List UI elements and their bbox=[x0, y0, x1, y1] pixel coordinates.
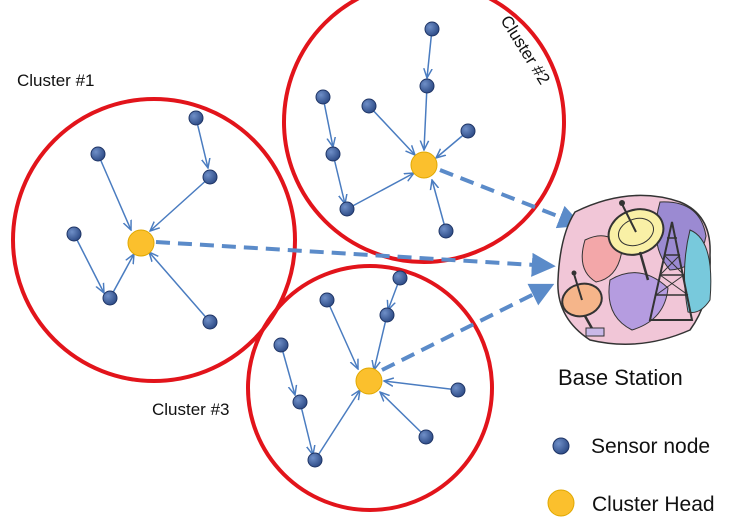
sensor-node bbox=[66, 226, 82, 242]
link bbox=[427, 28, 432, 78]
cluster-1-boundary bbox=[11, 97, 297, 383]
link bbox=[314, 390, 360, 461]
link bbox=[332, 153, 345, 204]
base-station-icon bbox=[557, 194, 712, 345]
uplink-cluster-3 bbox=[381, 283, 555, 372]
sensor-node bbox=[102, 290, 118, 306]
sensor-node bbox=[361, 98, 377, 114]
sensor-nodes bbox=[66, 21, 476, 468]
link bbox=[149, 252, 211, 323]
link bbox=[368, 105, 415, 155]
legend-cluster-head-swatch bbox=[547, 489, 575, 517]
sensor-node bbox=[292, 394, 308, 410]
intra-cluster-links bbox=[73, 28, 469, 461]
sensor-node bbox=[339, 201, 355, 217]
cluster-head-1 bbox=[127, 229, 155, 257]
sensor-node bbox=[90, 146, 106, 162]
cluster-3-label: Cluster #3 bbox=[152, 400, 229, 419]
link bbox=[109, 254, 134, 299]
sensor-node bbox=[319, 292, 335, 308]
link bbox=[346, 173, 414, 210]
uplink-cluster-2 bbox=[439, 168, 583, 229]
uplinks bbox=[155, 168, 583, 372]
sensor-node bbox=[438, 223, 454, 239]
cluster-boundaries bbox=[11, 0, 566, 512]
cluster-3-boundary bbox=[246, 264, 494, 512]
legend-cluster-head-label: Cluster Head bbox=[592, 493, 715, 516]
sensor-node bbox=[379, 307, 395, 323]
sensor-node bbox=[418, 429, 434, 445]
cluster-2-boundary bbox=[282, 0, 566, 264]
link bbox=[432, 180, 447, 232]
sensor-node bbox=[392, 270, 408, 286]
legend-sensor-node-swatch bbox=[552, 437, 570, 455]
sensor-node bbox=[315, 89, 331, 105]
link bbox=[150, 176, 211, 231]
link bbox=[73, 233, 104, 293]
cluster-head-3 bbox=[355, 367, 383, 395]
sensor-node bbox=[202, 169, 218, 185]
link bbox=[384, 381, 459, 391]
link bbox=[195, 117, 208, 168]
cluster-heads bbox=[127, 151, 438, 395]
link bbox=[326, 299, 358, 369]
sensor-node bbox=[419, 78, 435, 94]
sensor-node bbox=[424, 21, 440, 37]
legend: Sensor node Cluster Head bbox=[547, 435, 715, 517]
link bbox=[374, 314, 388, 370]
base-station-label: Base Station bbox=[558, 365, 683, 390]
sensor-node bbox=[307, 452, 323, 468]
sensor-node bbox=[325, 146, 341, 162]
link bbox=[380, 392, 427, 438]
sensor-node bbox=[202, 314, 218, 330]
link bbox=[97, 153, 131, 230]
cluster-head-2 bbox=[410, 151, 438, 179]
sensor-node bbox=[460, 123, 476, 139]
cluster-1-label: Cluster #1 bbox=[17, 71, 94, 90]
sensor-node bbox=[450, 382, 466, 398]
link bbox=[280, 344, 295, 395]
link bbox=[322, 96, 333, 147]
link bbox=[299, 401, 313, 455]
sensor-node bbox=[188, 110, 204, 126]
link bbox=[424, 85, 427, 150]
legend-sensor-node-label: Sensor node bbox=[591, 435, 710, 458]
sensor-node bbox=[273, 337, 289, 353]
